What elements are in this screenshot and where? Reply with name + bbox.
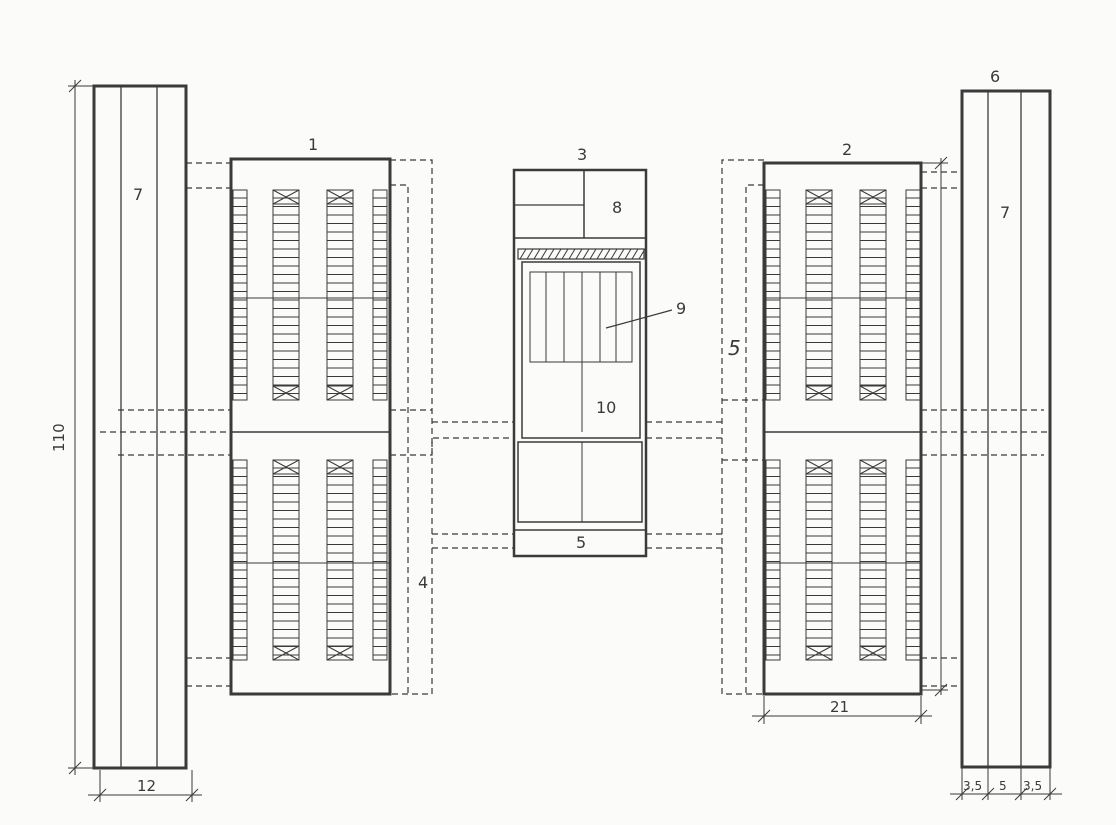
dimension-21-label: 21 — [830, 698, 849, 716]
barn-2 — [762, 161, 923, 696]
dimension-12-label: 12 — [137, 777, 156, 795]
crossed-box — [272, 645, 300, 661]
hatch-line — [568, 248, 576, 260]
crossed-box — [859, 459, 887, 475]
label-7-right: 7 — [1000, 203, 1010, 222]
label-4: 4 — [418, 573, 428, 592]
stall-strip — [905, 189, 921, 401]
hatch-strip — [519, 248, 646, 260]
barn-1 — [229, 157, 392, 696]
cross-line — [272, 189, 300, 205]
cross-line — [805, 459, 833, 475]
stall-strip — [232, 459, 248, 661]
central-building — [512, 168, 673, 558]
crossed-box — [805, 459, 833, 475]
crossed-box — [326, 645, 354, 661]
dimension-110-label: 110 — [50, 423, 68, 452]
crossed-box — [272, 189, 300, 205]
label-2: 2 — [842, 140, 852, 159]
crossed-box — [859, 645, 887, 661]
hatch-line — [596, 248, 604, 260]
label-5-bottom: 5 — [576, 533, 586, 552]
stall-strip — [372, 189, 388, 401]
crossed-box — [859, 189, 887, 205]
crossed-box — [326, 385, 354, 401]
crossed-box — [805, 645, 833, 661]
hatch-line — [519, 248, 527, 260]
hatch-line — [638, 248, 646, 260]
cross-line — [859, 385, 887, 401]
cross-line — [326, 189, 354, 205]
dashed-paths — [100, 159, 1050, 695]
hatch-line — [575, 248, 583, 260]
cross-line — [805, 645, 833, 661]
dimension-right-widths — [950, 768, 1062, 801]
right-long-building — [960, 89, 1052, 769]
cross-line — [859, 645, 887, 661]
barn-2-stalls — [765, 189, 921, 661]
hatch-line — [610, 248, 618, 260]
crossed-box — [805, 385, 833, 401]
cross-line — [326, 645, 354, 661]
cross-line — [272, 459, 300, 475]
cross-line — [859, 189, 887, 205]
label-8: 8 — [612, 198, 622, 217]
dimension-3-5-a-label: 3,5 — [963, 779, 982, 793]
crossed-box — [326, 189, 354, 205]
stall-strip — [232, 189, 248, 401]
hatch-line — [547, 248, 555, 260]
hatch-line — [526, 248, 534, 260]
crossed-box — [805, 189, 833, 205]
cross-line — [859, 459, 887, 475]
cross-line — [272, 645, 300, 661]
label-5-handwritten: 5 — [728, 336, 741, 360]
dimension-barn-2-length — [921, 156, 948, 697]
label-3: 3 — [577, 145, 587, 164]
hatch-line — [554, 248, 562, 260]
stall-strip — [372, 459, 388, 661]
cross-line — [805, 189, 833, 205]
label-9: 9 — [676, 299, 686, 318]
hatch-line — [540, 248, 548, 260]
barn-1-stalls — [232, 189, 388, 661]
cross-line — [805, 385, 833, 401]
crossed-box — [326, 459, 354, 475]
hatch-line — [561, 248, 569, 260]
label-1: 1 — [308, 135, 318, 154]
dimension-5-label: 5 — [999, 779, 1007, 793]
stall-strip — [905, 459, 921, 661]
crossed-box — [272, 459, 300, 475]
hatch-line — [603, 248, 611, 260]
dimension-3-5-b-label: 3,5 — [1023, 779, 1042, 793]
hatch-line — [624, 248, 632, 260]
hatch-line — [533, 248, 541, 260]
stall-strip — [765, 189, 781, 401]
dimension-110 — [68, 79, 94, 775]
hatch-line — [582, 248, 590, 260]
hatch-line — [617, 248, 625, 260]
label-10: 10 — [596, 398, 616, 417]
label-7-left: 7 — [133, 185, 143, 204]
cross-line — [326, 385, 354, 401]
crossed-box — [859, 385, 887, 401]
hatch-line — [589, 248, 597, 260]
dimension-21 — [752, 696, 932, 724]
cross-line — [326, 459, 354, 475]
dimension-12 — [88, 770, 202, 802]
crossed-box — [272, 385, 300, 401]
cross-line — [272, 385, 300, 401]
left-long-building — [92, 84, 188, 770]
stall-strip — [765, 459, 781, 661]
hatch-line — [631, 248, 639, 260]
label-6: 6 — [990, 67, 1000, 86]
